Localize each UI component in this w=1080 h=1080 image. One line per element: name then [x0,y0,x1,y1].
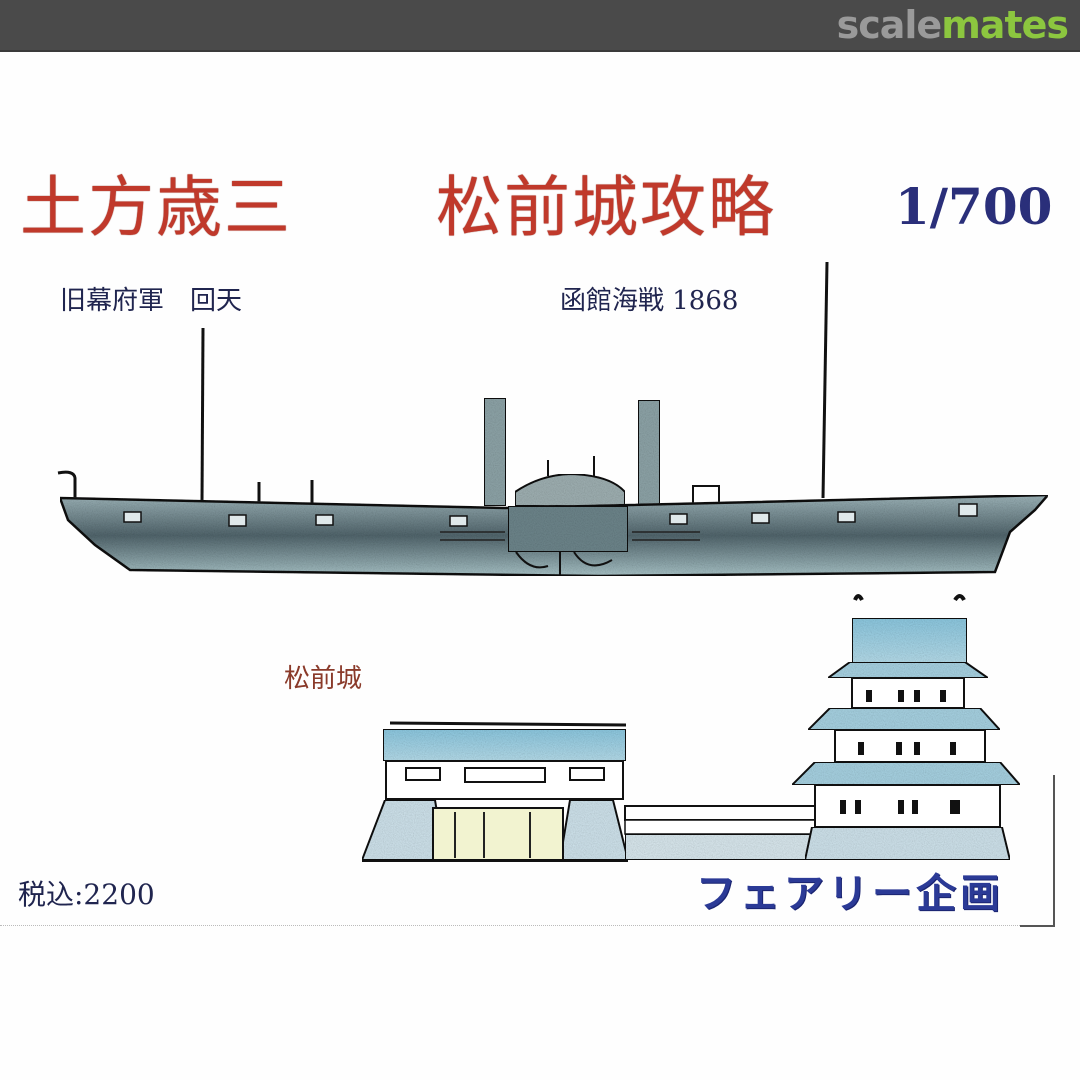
castle-label: 松前城 [284,664,363,694]
site-header-bar: scalemates [0,0,1080,52]
castle-keep-illustration [789,594,1023,861]
frame-border-right [1053,775,1055,927]
subtitle-battle: 函館海戦 1868 [560,286,739,316]
castle-wall-illustration [624,805,816,861]
logo-text-scale: scale [836,3,943,47]
ship-illustration [57,261,1051,578]
title-event: 松前城攻略 [436,169,776,246]
scalemates-logo[interactable]: scalemates [836,2,1069,48]
subtitle-ship: 旧幕府軍 回天 [60,286,243,316]
cut-line [0,925,1020,927]
manufacturer-label: フェアリー企画 [696,871,1004,917]
scale-label: 1/700 [895,177,1053,236]
logo-text-mates: mates [941,3,1069,47]
price-label: 税込:2200 [18,878,155,911]
frame-border-bottom [1020,925,1055,927]
castle-gate-illustration [360,721,630,862]
title-person: 土方歳三 [20,169,292,246]
